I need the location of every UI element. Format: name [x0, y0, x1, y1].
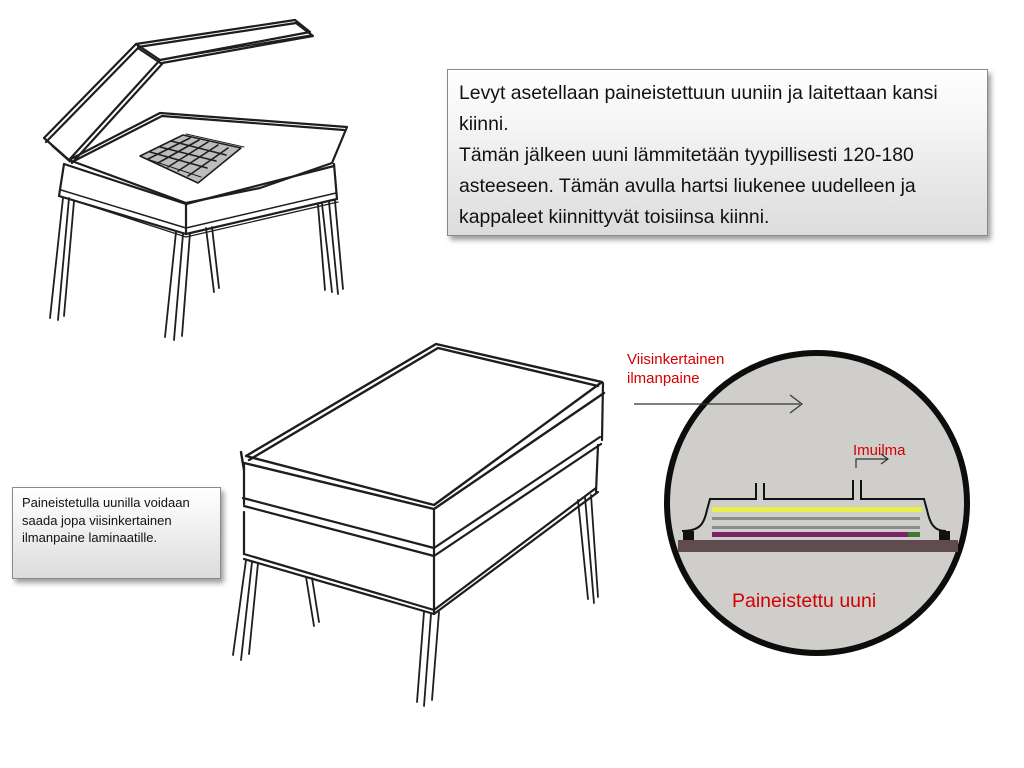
oven-body-sides — [57, 162, 339, 238]
main-callout: Levyt asetellaan paineistettuun uuniin j… — [447, 69, 988, 236]
main-callout-line2: Tämän jälkeen uuni lämmitetään tyypillis… — [459, 144, 916, 228]
suction-label: Imuilma — [853, 442, 906, 459]
right-clamp — [939, 531, 950, 540]
suction-arrow — [855, 453, 890, 468]
base-plate — [678, 540, 958, 552]
side-callout-text: Paineistetulla uunilla voidaan saada jop… — [22, 495, 190, 545]
pressure-arrow — [634, 394, 803, 414]
layer-grey-bottom — [712, 526, 920, 529]
closed-oven-body-side — [242, 443, 600, 616]
oven-label: Paineistettu uuni — [732, 590, 877, 612]
panel-grid — [139, 133, 245, 184]
layer-grey-top — [712, 517, 920, 520]
cross-section-diagram — [634, 350, 970, 656]
open-oven-sketch — [42, 18, 349, 341]
layer-purple — [712, 532, 908, 537]
vacuum-bag — [681, 480, 947, 532]
closed-oven-sketch — [232, 342, 606, 707]
oven-lid — [42, 18, 315, 165]
left-clamp — [683, 531, 694, 540]
oven-legs — [49, 197, 344, 341]
main-callout-line1: Levyt asetellaan paineistettuun uuniin j… — [459, 82, 938, 135]
closed-oven-top — [239, 342, 606, 511]
cross-section-circle — [664, 350, 970, 656]
pressure-label: Viisinkertainen ilmanpaine — [627, 351, 725, 387]
closed-oven-legs — [232, 494, 599, 707]
side-callout: Paineistetulla uunilla voidaan saada jop… — [12, 487, 221, 579]
layer-yellow — [712, 507, 922, 512]
